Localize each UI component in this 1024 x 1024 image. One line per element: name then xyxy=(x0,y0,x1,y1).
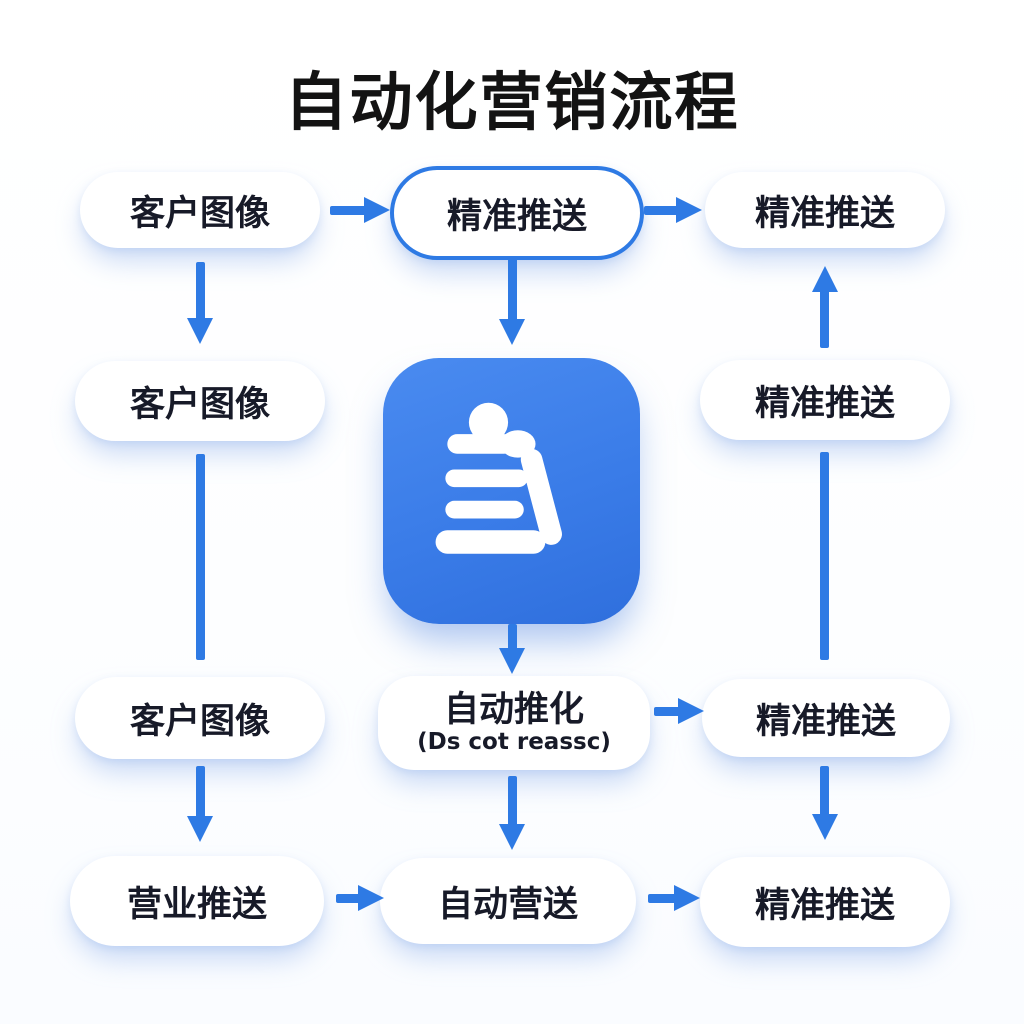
arrow-shaft xyxy=(654,707,680,716)
arrow-head xyxy=(187,318,213,344)
node-precise-push-highlighted: 精准推送 xyxy=(390,166,644,260)
node-customer-profile-3: 客户图像 xyxy=(75,677,325,759)
connector-line-r2c1-to-r3c1 xyxy=(196,454,205,660)
node-precise-push-4: 精准推送 xyxy=(700,857,950,947)
node-label: 精准推送 xyxy=(754,885,895,926)
arrow-head xyxy=(674,885,700,911)
arrow-head xyxy=(499,824,525,850)
connector-line-r3c3-to-r2c3 xyxy=(820,452,829,660)
node-label: 客户图像 xyxy=(129,384,270,425)
node-customer-profile-1: 客户图像 xyxy=(80,172,320,248)
node-label: 营业推送 xyxy=(126,884,267,925)
node-sublabel: (Ds cot reassc) xyxy=(417,729,611,756)
arrow-head xyxy=(499,648,525,674)
node-auto-optimization: 自动推化 (Ds cot reassc) xyxy=(378,676,650,770)
arrow-shaft xyxy=(508,776,517,826)
node-label: 客户图像 xyxy=(129,701,270,742)
arrow-head xyxy=(364,197,390,223)
page-title: 自动化营销流程 xyxy=(284,66,740,139)
node-label: 精准推送 xyxy=(754,383,895,424)
node-label: 精准推送 xyxy=(754,193,895,234)
arrow-shaft xyxy=(820,290,829,348)
arrow-shaft xyxy=(336,894,360,903)
arrow-shaft xyxy=(820,766,829,816)
arrow-shaft xyxy=(508,624,517,650)
arrow-head xyxy=(812,266,838,292)
node-customer-profile-2: 客户图像 xyxy=(75,361,325,441)
node-label: 自动推化 xyxy=(443,689,584,730)
node-precise-push-1: 精准推送 xyxy=(705,172,945,248)
node-auto-send: 自动营送 xyxy=(380,858,636,944)
arrow-shaft xyxy=(648,894,676,903)
node-business-push: 营业推送 xyxy=(70,856,324,946)
automation-icon-box xyxy=(383,358,640,624)
node-label: 自动营送 xyxy=(437,884,578,925)
arrow-head xyxy=(358,885,384,911)
arrow-head xyxy=(676,197,702,223)
arrow-shaft xyxy=(196,766,205,818)
arrow-shaft xyxy=(196,262,205,320)
arrow-head xyxy=(187,816,213,842)
cloud-document-icon xyxy=(435,402,562,554)
node-label: 精准推送 xyxy=(446,196,587,237)
node-label: 客户图像 xyxy=(129,193,270,234)
arrow-shaft xyxy=(508,257,517,321)
arrow-shaft xyxy=(644,206,678,215)
node-precise-push-3: 精准推送 xyxy=(702,679,950,757)
node-precise-push-2: 精准推送 xyxy=(700,360,950,440)
arrow-shaft xyxy=(330,206,366,215)
node-label: 精准推送 xyxy=(755,701,896,742)
arrow-head xyxy=(499,319,525,345)
arrow-head xyxy=(812,814,838,840)
arrow-head xyxy=(678,698,704,724)
